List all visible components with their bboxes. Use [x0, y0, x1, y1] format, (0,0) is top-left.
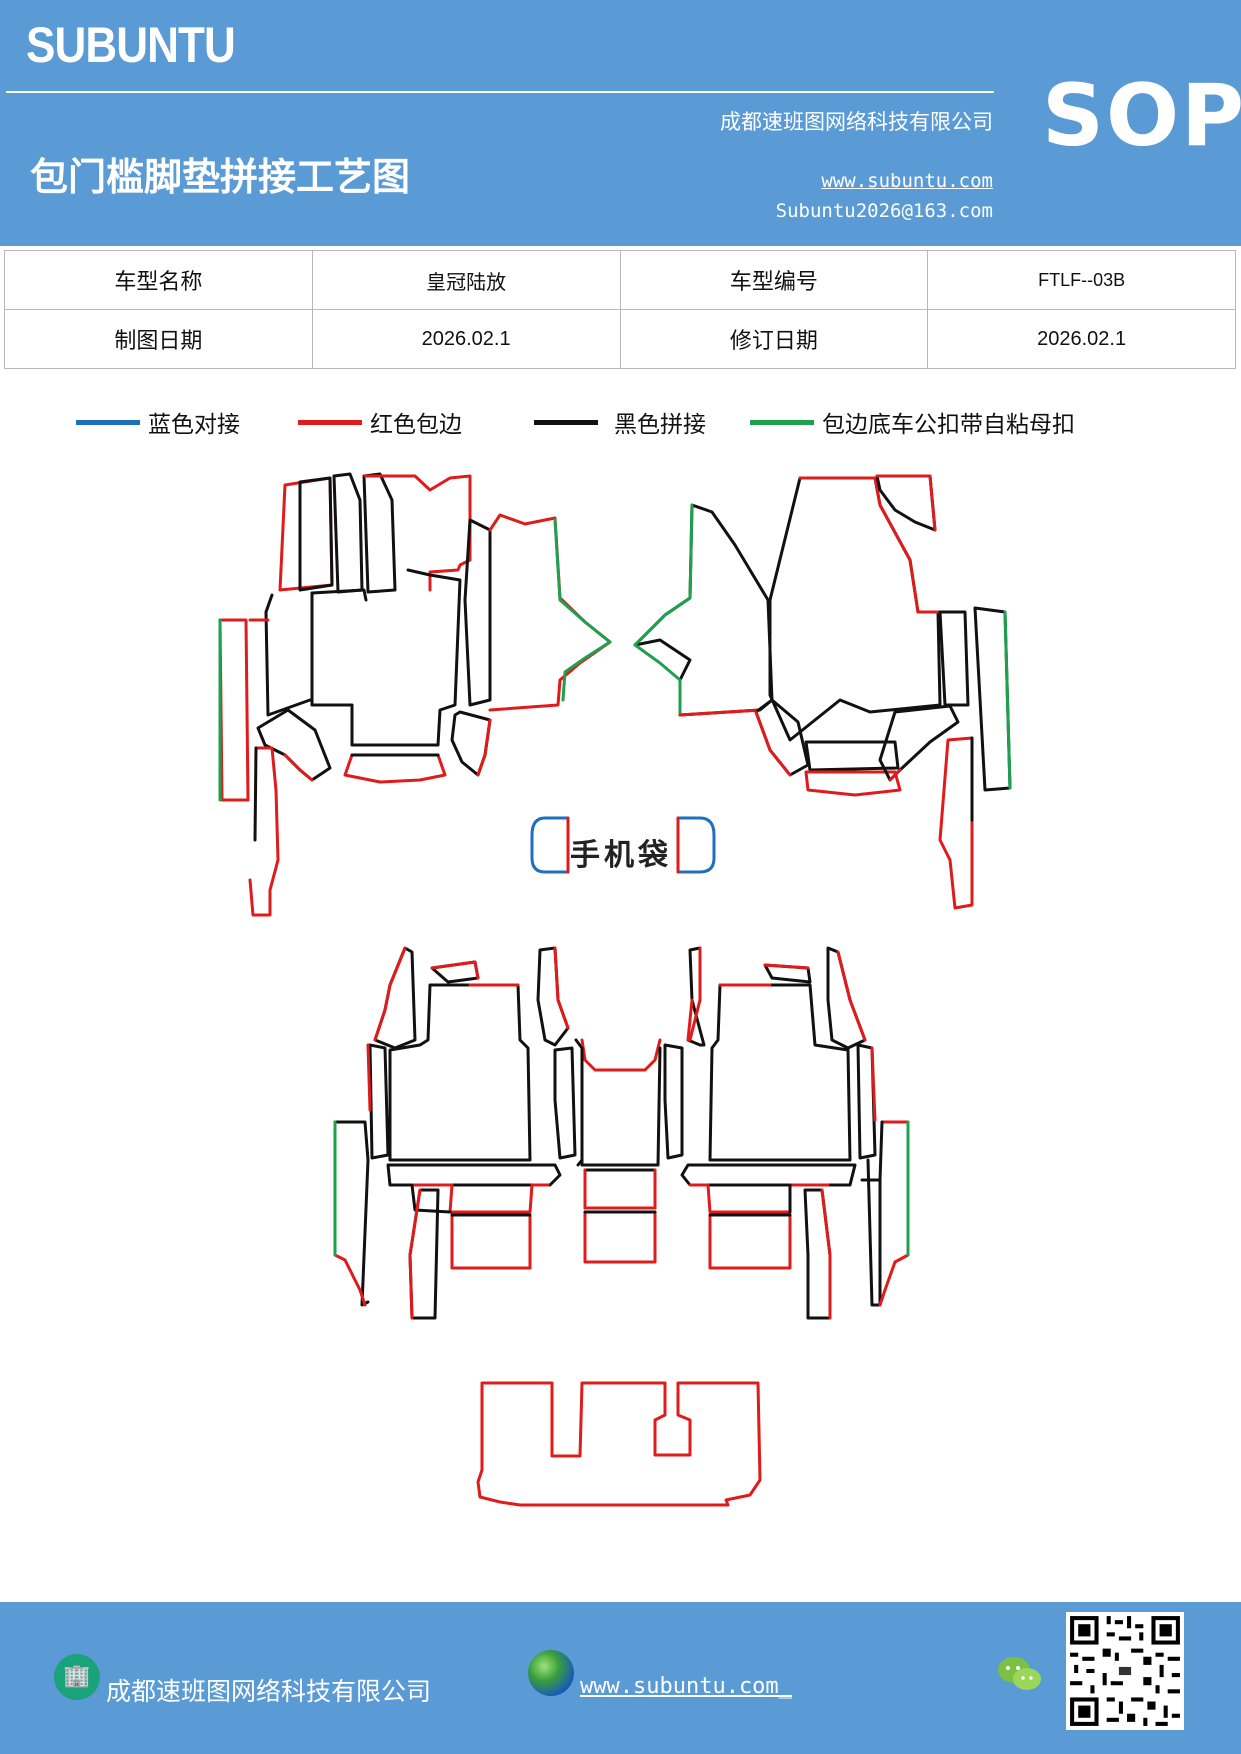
draw-date-value: 2026.02.1: [311, 309, 621, 369]
legend-swatch-green: [750, 419, 814, 425]
footer-website-link[interactable]: www.subuntu.com_: [580, 1674, 792, 1699]
front-left-mat-group: [218, 472, 612, 917]
legend-item-green: 包边底车公扣带自粘母扣: [750, 402, 1075, 442]
vehicle-info-table: 车型名称 皇冠陆放 车型编号 FTLF--03B 制图日期 2026.02.1 …: [4, 250, 1236, 369]
legend-swatch-red: [298, 419, 362, 425]
header-divider: [6, 91, 994, 93]
color-legend: 蓝色对接 红色包边 黑色拼接 包边底车公扣带自粘母扣: [0, 402, 1241, 442]
phone-pocket-label: 手机袋: [570, 838, 672, 873]
header-website-link[interactable]: www.subuntu.com: [821, 170, 993, 192]
second-row-mat-group: [333, 946, 910, 1320]
legend-label: 红色包边: [370, 412, 462, 438]
wechat-icon: [998, 1657, 1041, 1690]
header-company-name: 成都速班图网络科技有限公司: [720, 110, 993, 134]
third-row-mat: [476, 1381, 762, 1507]
globe-icon: [528, 1650, 574, 1696]
header-bar: SUBUNTU 包门槛脚垫拼接工艺图 成都速班图网络科技有限公司 www.sub…: [0, 0, 1241, 246]
sop-badge: SOP: [1042, 66, 1241, 166]
revise-date-label: 修订日期: [619, 309, 929, 369]
footer-company-name: 成都速班图网络科技有限公司: [106, 1677, 432, 1706]
legend-item-red: 红色包边: [298, 402, 462, 442]
header-email: Subuntu2026@163.com: [775, 200, 993, 222]
model-name-value: 皇冠陆放: [311, 250, 621, 310]
document-title: 包门槛脚垫拼接工艺图: [30, 155, 411, 199]
front-right-mat-group: [633, 474, 1012, 910]
model-code-value: FTLF--03B: [927, 250, 1236, 310]
qr-code: [1066, 1612, 1184, 1730]
footer-bar: 🏢 成都速班图网络科技有限公司 www.subuntu.com_: [0, 1602, 1241, 1754]
table-row: 车型名称 皇冠陆放 车型编号 FTLF--03B: [4, 250, 1236, 310]
brand-logo: SUBUNTU: [26, 17, 236, 73]
table-row: 制图日期 2026.02.1 修订日期 2026.02.1: [4, 309, 1236, 369]
legend-swatch-black: [534, 419, 598, 425]
legend-swatch-blue: [76, 419, 140, 425]
revise-date-value: 2026.02.1: [927, 309, 1236, 369]
building-icon: 🏢: [54, 1654, 100, 1700]
legend-label: 包边底车公扣带自粘母扣: [822, 412, 1075, 438]
legend-label: 蓝色对接: [148, 412, 240, 438]
legend-label: 黑色拼接: [614, 412, 706, 438]
legend-item-black: 黑色拼接: [534, 402, 706, 442]
qr-code-image: [1066, 1612, 1184, 1730]
legend-item-blue: 蓝色对接: [76, 402, 240, 442]
draw-date-label: 制图日期: [4, 309, 313, 369]
phone-pocket-group: [530, 816, 716, 874]
model-name-label: 车型名称: [4, 250, 313, 310]
model-code-label: 车型编号: [619, 250, 929, 310]
